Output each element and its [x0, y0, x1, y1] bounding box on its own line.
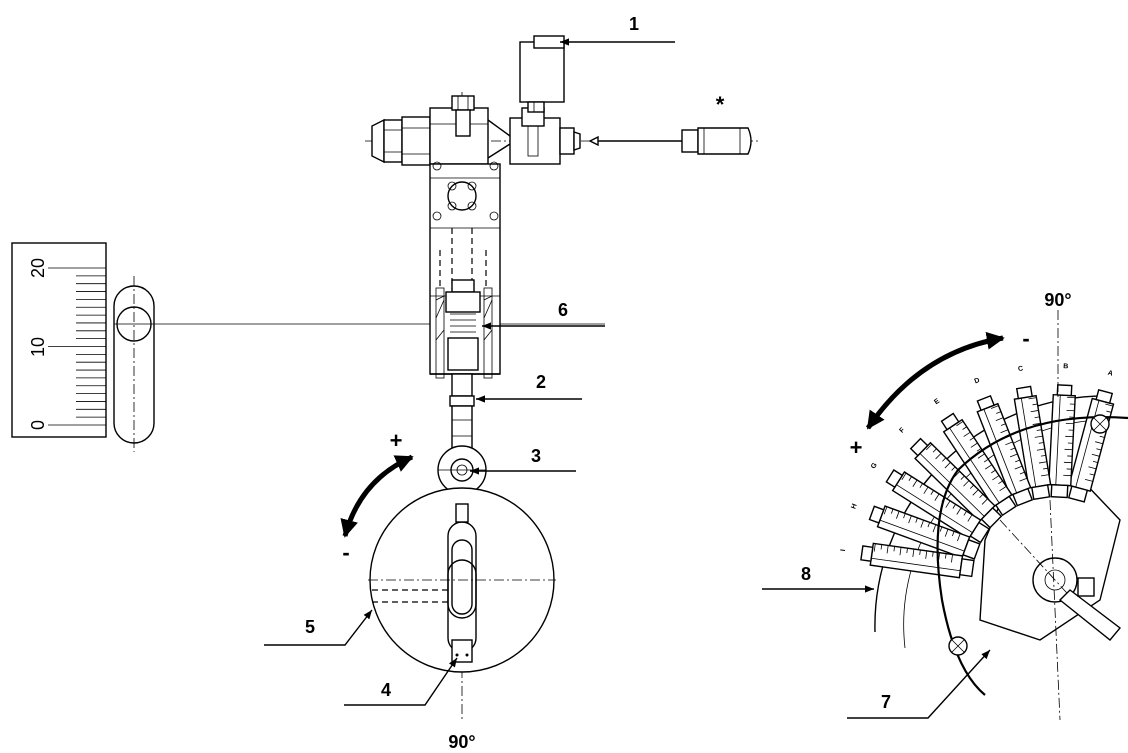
wheel-minus-sign: - — [342, 540, 349, 565]
fan-scale-c — [1013, 385, 1052, 501]
fan-letter-g: G — [870, 461, 879, 470]
callout-8: 8 — [801, 564, 811, 584]
fan-letter-c: C — [1018, 365, 1024, 373]
rotation-arrow-wheel — [340, 454, 414, 538]
wheel-plus-sign: + — [390, 428, 403, 453]
callout-5: 5 — [305, 617, 315, 637]
fan-letter-b: B — [1063, 363, 1068, 370]
scale-label-10: 10 — [28, 337, 48, 357]
fan-minus-sign: - — [1022, 326, 1029, 351]
dial-wheel — [368, 487, 556, 673]
callout-1: 1 — [629, 14, 639, 34]
scale-label-0: 0 — [28, 420, 48, 430]
leaders — [264, 38, 991, 719]
angle-label-bottom: 90° — [448, 732, 475, 752]
fan-scale-b — [1048, 384, 1076, 499]
fan-letter-f: F — [898, 426, 907, 434]
fan-plus-sign: + — [850, 435, 863, 460]
fan-letter-a: A — [1107, 370, 1114, 378]
fan-letter-d: D — [974, 377, 981, 385]
fan-scale-h — [868, 505, 981, 560]
callout-2: 2 — [536, 372, 546, 392]
scale-label-20: 20 — [28, 258, 48, 278]
fan-letter-e: E — [933, 398, 941, 407]
valve-assembly — [365, 35, 760, 720]
callout-7: 7 — [881, 692, 891, 712]
fan-letter-h: H — [850, 503, 858, 510]
fan-letter-i: I — [840, 549, 847, 552]
callout-4: 4 — [381, 680, 391, 700]
ruler-ticks — [48, 267, 106, 426]
callout-6: 6 — [558, 300, 568, 320]
angle-label-top: 90° — [1044, 290, 1071, 310]
screwdriver-star: * — [716, 92, 725, 117]
fan-scale-assembly — [874, 395, 1122, 721]
scale-ruler: 20 10 0 — [11, 242, 605, 452]
fan-scale-g — [885, 469, 991, 544]
callout-3: 3 — [531, 446, 541, 466]
rotation-arrow-fan — [865, 331, 1005, 430]
mounting-holes — [432, 161, 499, 221]
screwdriver — [588, 127, 752, 155]
